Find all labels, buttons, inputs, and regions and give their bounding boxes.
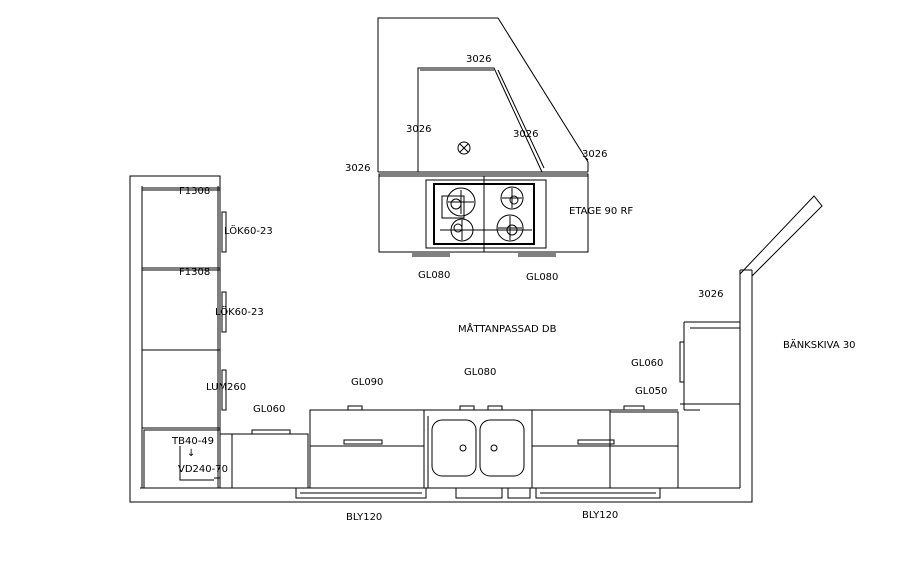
- plinths: [296, 488, 660, 498]
- room-walls: [130, 176, 752, 502]
- left-wall-cabinets: [142, 186, 308, 488]
- island-cabinet-label: GL080: [418, 270, 451, 281]
- island-cabinets: [379, 174, 588, 256]
- upper-cabinet-label: LÖK60-23: [224, 226, 273, 237]
- tall-cabinet-label: LUM260: [206, 382, 247, 393]
- island-dimension: 3026: [345, 163, 371, 174]
- base-cabinet-label: GL080: [464, 367, 497, 378]
- corner-dimension: 3026: [698, 289, 724, 300]
- worktop-extension: [740, 196, 822, 276]
- island-dimension: 3026: [466, 54, 492, 65]
- island-cabinet-label: GL080: [526, 272, 559, 283]
- plinth-label: BLY120: [346, 512, 383, 523]
- island-dimension: 3026: [582, 149, 608, 160]
- hob-burner-icon: [447, 188, 475, 216]
- ceiling-light-icon: [458, 142, 470, 154]
- plinth-label: BLY120: [582, 510, 619, 521]
- hob-burner-icon: [497, 215, 523, 241]
- right-corner: [680, 322, 740, 410]
- hob-burner-icon: [501, 187, 523, 209]
- base-cabinet-label: GL060: [253, 404, 286, 415]
- island-outline: [378, 18, 588, 172]
- base-cabinet-label: GL060: [631, 358, 664, 369]
- base-cabinet-label: GL090: [351, 377, 384, 388]
- hob-burner-icon: [451, 219, 473, 241]
- dishwasher-label: MÅTTANPASSAD DB: [458, 324, 557, 335]
- worktop-label: BÄNKSKIVA 30: [783, 340, 856, 351]
- upper-cabinet-label: LÖK60-23: [215, 307, 264, 318]
- sink-icon: [428, 416, 524, 488]
- shelf-label: F1308: [179, 186, 211, 197]
- oven-lower-label: VD240-70: [178, 464, 228, 475]
- arrow-down-icon: ↓: [187, 448, 196, 459]
- island-dimension: 3026: [513, 129, 539, 140]
- oven-label: TB40-49: [172, 436, 215, 447]
- island-dimension: 3026: [406, 124, 432, 135]
- shelf-label: F1308: [179, 267, 211, 278]
- base-cabinet-label: GL050: [635, 386, 668, 397]
- hob-label: ETAGE 90 RF: [569, 206, 634, 217]
